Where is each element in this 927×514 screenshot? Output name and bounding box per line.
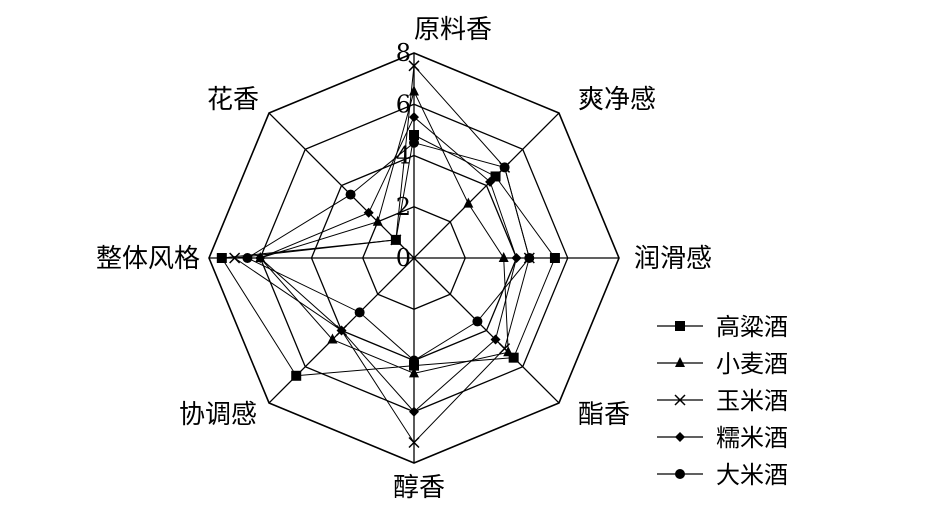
axis-label: 花香 xyxy=(207,85,259,115)
point-marker-diamond xyxy=(336,325,347,336)
tick-label: 8 xyxy=(396,39,411,67)
point-marker-square xyxy=(508,352,519,363)
axis-label: 爽净感 xyxy=(578,85,656,115)
point-marker-square xyxy=(549,253,560,263)
point-marker-circle xyxy=(242,253,253,263)
point-marker-circle xyxy=(345,189,356,200)
series-diamond xyxy=(255,112,522,417)
point-marker-triangle xyxy=(498,252,509,262)
radar-grid xyxy=(208,52,620,464)
legend-label: 玉米酒 xyxy=(716,387,788,415)
point-marker-circle xyxy=(409,137,419,148)
grid-spoke xyxy=(413,112,560,259)
point-marker-square xyxy=(490,171,501,182)
legend-item: 玉米酒 xyxy=(657,387,788,415)
tick-label: 4 xyxy=(396,142,411,170)
point-marker-circle xyxy=(354,307,365,318)
legend-item: 高粱酒 xyxy=(657,313,788,341)
axis-label: 整体风格 xyxy=(96,244,200,274)
point-marker-triangle xyxy=(463,197,474,208)
point-marker-diamond xyxy=(409,112,419,123)
tick-label: 6 xyxy=(396,90,411,118)
legend-label: 糯米酒 xyxy=(716,424,788,452)
point-marker-x xyxy=(408,60,420,72)
legend-item: 糯米酒 xyxy=(657,424,788,452)
point-marker-square xyxy=(409,130,419,140)
point-marker-triangle xyxy=(409,367,419,378)
point-marker-diamond xyxy=(511,253,522,263)
point-marker-x xyxy=(674,394,686,406)
point-marker-square xyxy=(675,321,685,331)
point-marker-diamond xyxy=(409,406,419,417)
point-marker-diamond xyxy=(675,432,685,442)
series-circle xyxy=(242,137,535,366)
series-layer xyxy=(216,60,560,449)
series-line xyxy=(259,90,509,374)
point-marker-x xyxy=(390,234,402,246)
point-marker-circle xyxy=(675,469,685,479)
legend-label: 小麦酒 xyxy=(716,350,788,378)
point-marker-square xyxy=(409,360,419,371)
point-marker-triangle xyxy=(675,357,685,367)
legend-item: 大米酒 xyxy=(657,461,788,489)
point-marker-diamond xyxy=(490,334,501,345)
point-marker-circle xyxy=(499,162,510,173)
tick-label: 2 xyxy=(396,193,411,221)
point-marker-circle xyxy=(524,253,535,263)
axis-label: 原料香 xyxy=(414,15,492,45)
legend-label: 大米酒 xyxy=(716,461,788,489)
tick-label: 0 xyxy=(396,244,411,272)
point-marker-diamond xyxy=(485,176,496,187)
point-marker-diamond xyxy=(255,253,266,263)
point-marker-x xyxy=(499,343,511,355)
grid-spoke xyxy=(268,112,415,259)
point-marker-x xyxy=(408,436,420,449)
point-marker-circle xyxy=(472,316,483,327)
axis-label: 醇香 xyxy=(393,473,445,503)
point-marker-triangle xyxy=(327,333,338,344)
legend-label: 高粱酒 xyxy=(716,313,788,341)
point-marker-circle xyxy=(409,355,419,366)
point-marker-x xyxy=(229,252,241,264)
axis-label: 润滑感 xyxy=(634,244,712,274)
legend-item: 小麦酒 xyxy=(657,350,788,378)
point-marker-square xyxy=(216,253,227,263)
point-marker-diamond xyxy=(363,207,374,218)
point-marker-triangle xyxy=(372,215,383,226)
axis-label: 酯香 xyxy=(578,400,630,430)
point-marker-square xyxy=(291,370,302,381)
axis-label: 协调感 xyxy=(179,400,257,430)
grid-spoke xyxy=(413,257,560,404)
